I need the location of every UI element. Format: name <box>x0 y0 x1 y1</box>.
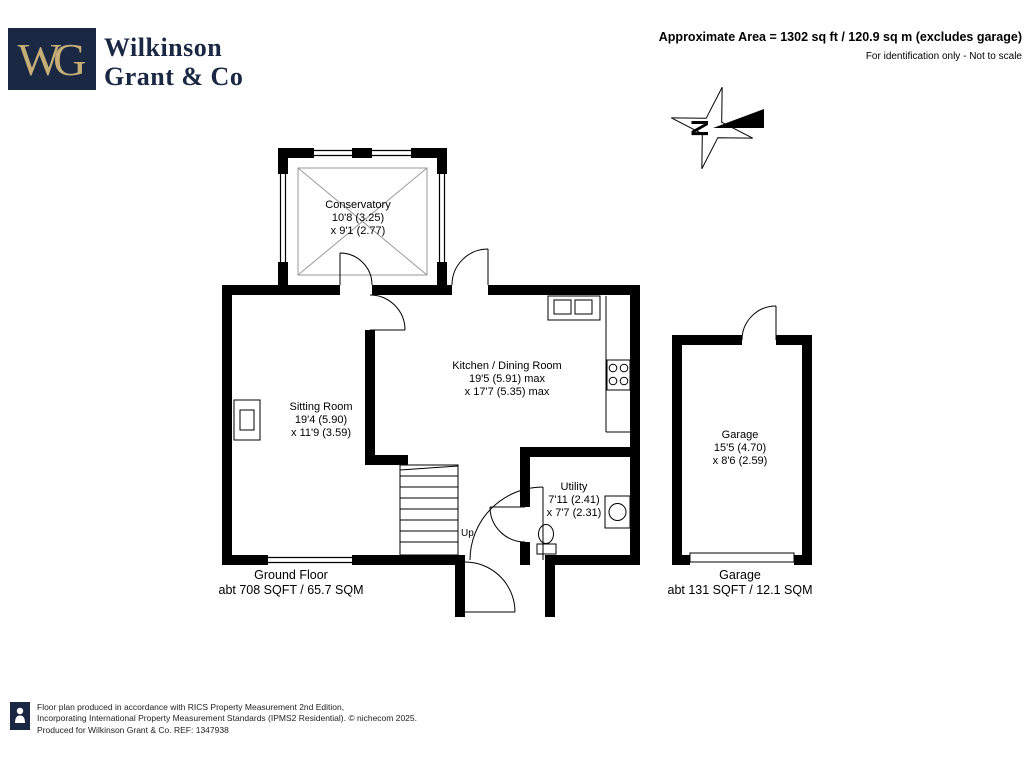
room-dim: x 8'6 (2.59) <box>712 455 768 467</box>
room-name: Utility <box>560 481 588 493</box>
north-compass-icon: N <box>671 87 764 169</box>
room-dim: x 17'7 (5.35) max <box>464 386 550 398</box>
fireplace <box>233 399 261 441</box>
identification-disclaimer: For identification only - Not to scale <box>865 51 1022 62</box>
room-dim: 15'5 (4.70) <box>713 442 767 454</box>
room-name: Sitting Room <box>289 401 353 413</box>
agency-logo: WG <box>8 28 96 90</box>
ground-floor-label: Ground Floor abt 708 SQFT / 65.7 SQM <box>219 568 364 598</box>
floor-title: Ground Floor <box>254 568 328 582</box>
footer-line3: Produced for Wilkinson Grant & Co. REF: … <box>37 725 229 735</box>
room-name: Conservatory <box>325 199 391 211</box>
room-label-kitchen: Kitchen / Dining Room 19'5 (5.91) max x … <box>452 360 561 399</box>
conservatory-roof-lines <box>297 167 428 276</box>
north-letter: N <box>686 119 713 136</box>
room-dim: 7'11 (2.41) <box>548 494 600 506</box>
windows <box>268 149 446 564</box>
room-dim: x 9'1 (2.77) <box>330 225 386 237</box>
room-name: Kitchen / Dining Room <box>452 360 562 372</box>
room-dim: x 11'9 (3.59) <box>291 427 351 439</box>
room-dim: 19'5 (5.91) max <box>468 373 546 385</box>
room-label-utility: Utility 7'11 (2.41) x 7'7 (2.31) <box>547 481 602 520</box>
floor-area: abt 708 SQFT / 65.7 SQM <box>218 583 364 597</box>
walls <box>222 148 812 617</box>
agency-name: Wilkinson Grant & Co <box>104 33 243 91</box>
garage-door <box>689 552 795 563</box>
agency-monogram: WG <box>17 33 87 85</box>
agency-name-line2: Grant & Co <box>104 62 244 91</box>
room-label-conservatory: Conservatory 10'8 (3.25) x 9'1 (2.77) <box>325 199 390 238</box>
utility-fixtures <box>536 495 631 555</box>
footer-line2: Incorporating International Property Mea… <box>37 712 417 723</box>
room-dim: x 7'7 (2.31) <box>546 507 602 519</box>
floor-area: abt 131 SQFT / 12.1 SQM <box>667 583 813 597</box>
footer-disclaimer: Floor plan produced in accordance with R… <box>37 702 417 736</box>
nichecom-logo-icon <box>10 702 30 730</box>
floor-title: Garage <box>719 568 761 582</box>
room-dim: 10'8 (3.25) <box>331 212 385 224</box>
stairs-up-label: Up <box>461 528 474 539</box>
approximate-area-text: Approximate Area = 1302 sq ft / 120.9 sq… <box>658 30 1022 44</box>
kitchen-fixtures <box>547 295 631 433</box>
staircase <box>399 464 459 556</box>
garage-floor-label: Garage abt 131 SQFT / 12.1 SQM <box>668 568 813 598</box>
door-swings <box>339 248 777 613</box>
footer-line1: Floor plan produced in accordance with R… <box>37 702 345 712</box>
room-dim: 19'4 (5.90) <box>294 414 348 426</box>
agency-name-line1: Wilkinson <box>104 33 223 62</box>
room-name: Garage <box>721 429 759 441</box>
room-label-garage: Garage 15'5 (4.70) x 8'6 (2.59) <box>713 429 768 468</box>
footer: Floor plan produced in accordance with R… <box>10 702 417 736</box>
area-summary: Approximate Area = 1302 sq ft / 120.9 sq… <box>659 30 1022 62</box>
room-label-sitting-room: Sitting Room 19'4 (5.90) x 11'9 (3.59) <box>290 401 353 440</box>
